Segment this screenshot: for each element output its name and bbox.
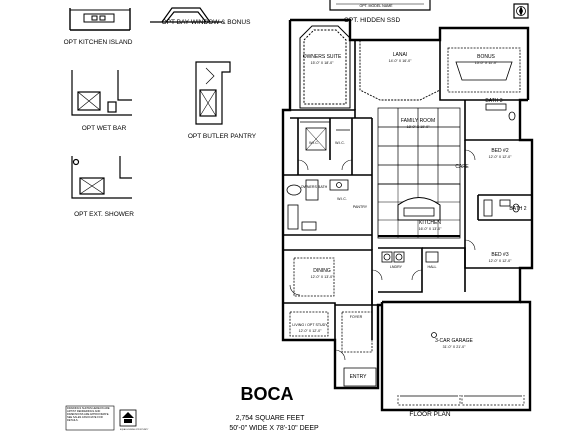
living-area [289,311,329,337]
room-bed2: BED #2 [491,148,508,154]
opt-butler-pantry-label: OPT BUTLER PANTRY [188,133,257,140]
room-living-dim: 12'-0" X 12'-0" [299,329,322,333]
model-name: BOCA [241,384,294,404]
lanai-area [359,39,441,101]
dining-area [293,257,335,297]
floor-plan-label: FLOOR PLAN [409,411,450,418]
room-lanai-dim: 14'-0" X 16'-0" [389,59,412,63]
opt-bay-window-label: OPT BAY WINDOW & BONUS [162,19,252,26]
opt-butler-pantry-sketch [195,61,231,125]
entry-area [341,311,377,387]
room-kitchen-dim: 16'-0" X 13'-0" [419,227,442,231]
garage-details [397,395,525,406]
opt-kitchen-island-sketch [69,8,131,31]
room-family: FAMILY ROOM [401,118,435,124]
room-wic1: W.I.C. [309,141,319,145]
top-right-note: OPT. MODEL NAME [359,4,393,8]
owners-suite-outline [299,25,351,109]
laundry-fixtures [381,251,439,263]
room-pantry: PANTRY [353,205,368,209]
room-bath3: BATH 3 [485,98,502,104]
room-nook: CAFE [455,164,469,170]
room-entry: ENTRY [350,374,368,380]
room-dining-dim: 12'-0" X 13'-0" [311,275,334,279]
room-bed3-dim: 12'-0" X 12'-0" [489,259,512,263]
room-foyer: FOYER [350,315,363,319]
room-family-dim: 18'-0" X 19'-0" [407,125,430,129]
room-wic3: W.I.C. [337,197,347,201]
equal-housing-text: EQUAL HOUSING OPPORTUNITY [120,428,149,431]
opt-hidden-ssd-sketch [329,0,431,11]
room-bath2: BATH 2 [509,206,526,212]
room-owners-bath: OWNERS BATH [301,185,328,189]
secondary-bath-fixtures [483,103,520,217]
opt-ext-shower-label: OPT EXT. SHOWER [74,211,134,218]
bonus-room-area [447,47,521,93]
garage-door-opener-icon [431,332,437,338]
room-bonus: BONUS [477,54,495,60]
opt-ext-shower-sketch [71,156,132,199]
room-wic2: W.I.C. [335,141,345,145]
room-living: LIVING / OPT STUDY [292,323,328,327]
opt-kitchen-island-label: OPT KITCHEN ISLAND [64,39,133,46]
opt-wet-bar-sketch [71,70,132,116]
room-laundry: LNDRY [390,265,403,269]
room-owners-suite: OWNERS SUITE [303,54,342,60]
north-arrow-icon [513,3,529,19]
door-swings [289,149,476,361]
interior-walls [283,40,532,340]
room-garage-dim: 31'-0" X 21'-0" [443,345,466,349]
room-bonus-dim: 15'-0" X 11'-0" [475,61,498,65]
room-labels: OWNERS SUITE 15'-0" X 18'-0" LANAI 14'-0… [292,52,526,380]
kitchen-area [377,183,461,239]
opt-hidden-ssd-label: OPT. HIDDEN SSD [344,17,401,24]
opt-bay-window-sketch [150,7,222,23]
equal-housing-icon: EQUAL HOUSING OPPORTUNITY [119,409,149,431]
opt-wet-bar-label: OPT WET BAR [82,125,127,132]
room-bed3: BED #3 [491,252,508,258]
room-hall: HALL [428,265,437,269]
room-owners-suite-dim: 15'-0" X 18'-0" [311,61,334,65]
room-kitchen: KITCHEN [419,220,441,226]
room-dining: DINING [313,268,331,274]
disclaimer-text: DRAWINGS SHOWN HEREON ARE ARTIST RENDERI… [67,407,110,422]
square-feet: 2,754 SQUARE FEET [236,415,306,422]
room-lanai: LANAI [393,52,407,58]
plan-dimensions: 50'-0" WIDE X 78'-10" DEEP [229,425,319,432]
owners-bath-fixtures [286,121,350,231]
disclaimer-block: DRAWINGS SHOWN HEREON ARE ARTIST RENDERI… [65,405,115,431]
room-garage: 3-CAR GARAGE [435,338,473,344]
room-bed2-dim: 12'-0" X 12'-0" [489,155,512,159]
